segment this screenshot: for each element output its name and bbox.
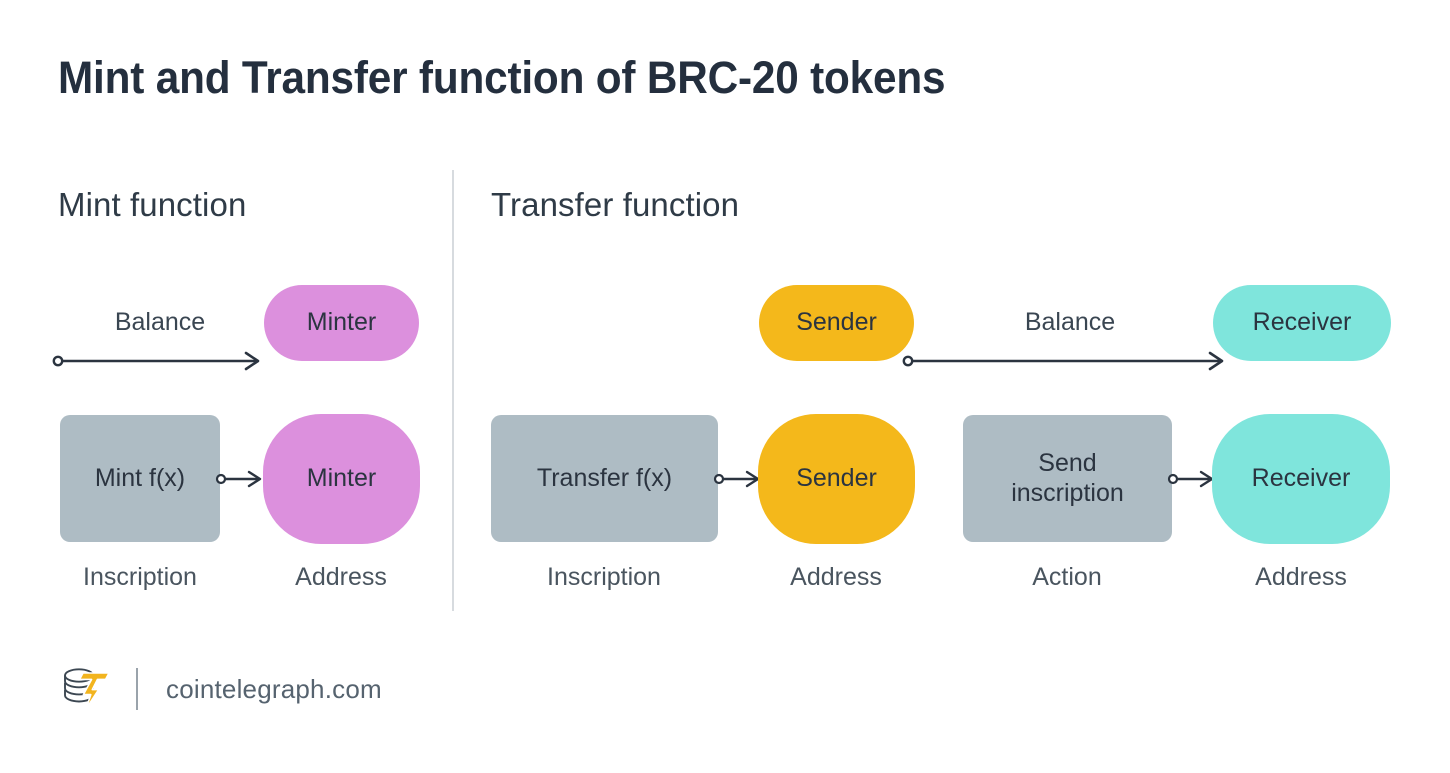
node-label-line2: inscription	[1011, 478, 1124, 507]
caption-receiver-address: Address	[1255, 563, 1347, 591]
footer-divider	[136, 668, 138, 710]
cointelegraph-logo-icon	[58, 663, 114, 715]
section-divider	[452, 170, 454, 611]
arrow-balance-mint	[52, 351, 260, 371]
node-receiver-address: Receiver	[1212, 414, 1390, 544]
node-label: Sender	[796, 464, 877, 493]
node-mint-function: Mint f(x)	[60, 415, 220, 542]
node-label: Sender	[796, 308, 877, 337]
edge-label-balance-mint: Balance	[114, 308, 206, 336]
arrow-transfer-function-to-sender	[713, 470, 760, 488]
footer-site-label: cointelegraph.com	[166, 673, 382, 704]
node-label: Minter	[306, 308, 377, 337]
caption-transfer-address: Address	[790, 563, 882, 591]
footer: cointelegraph.com	[58, 660, 382, 718]
arrow-mint-function-to-minter	[215, 470, 262, 488]
section-heading-mint: Mint function	[58, 186, 247, 223]
section-heading-transfer: Transfer function	[491, 186, 740, 223]
node-send-inscription: Send inscription	[963, 415, 1172, 542]
node-transfer-function: Transfer f(x)	[491, 415, 718, 542]
caption-mint-address: Address	[295, 563, 387, 591]
node-label: Mint f(x)	[94, 463, 186, 492]
node-label-multiline: Send inscription	[1011, 449, 1124, 508]
node-receiver-balance: Receiver	[1213, 285, 1391, 361]
arrow-balance-transfer	[902, 351, 1224, 371]
page-title: Mint and Transfer function of BRC-20 tok…	[58, 52, 946, 103]
edge-label-balance-transfer: Balance	[1024, 308, 1116, 336]
node-label-line1: Send	[1038, 449, 1097, 477]
node-label: Receiver	[1251, 464, 1351, 493]
node-label: Transfer f(x)	[536, 463, 673, 492]
node-sender-address: Sender	[758, 414, 915, 544]
coin-stack-bolt-icon	[64, 668, 110, 710]
node-label: Receiver	[1252, 308, 1352, 337]
caption-mint-inscription: Inscription	[83, 563, 197, 591]
caption-transfer-inscription: Inscription	[547, 563, 661, 591]
node-minter-balance: Minter	[264, 285, 419, 361]
caption-action: Action	[1032, 563, 1102, 591]
node-label: Minter	[306, 464, 377, 493]
node-minter-address: Minter	[263, 414, 420, 544]
node-sender-balance: Sender	[759, 285, 914, 361]
